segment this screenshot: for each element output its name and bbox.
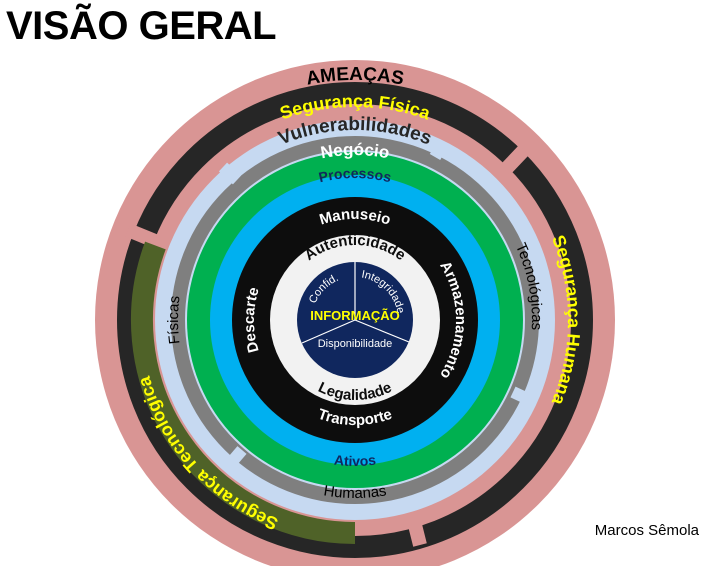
core-divider <box>301 319 356 344</box>
information-label: INFORMAÇÃO <box>310 308 400 323</box>
security-gap <box>499 145 530 175</box>
core-divider <box>354 319 410 343</box>
security-band <box>117 82 593 558</box>
business-label: Negócio <box>319 140 391 162</box>
vuln-gap <box>225 446 247 468</box>
availability-label: Disponibilidade <box>318 338 393 350</box>
page-title: VISÃO GERAL <box>6 4 277 48</box>
vuln-gap <box>510 386 531 405</box>
vuln-gap <box>218 162 242 185</box>
vulnerabilities-gray-band <box>171 136 539 504</box>
assets-label: Ativos <box>333 452 377 469</box>
processes-label: Processos <box>317 165 393 185</box>
lifecycle-disposal-label: Descarte <box>241 285 263 354</box>
lifecycle-handling-label: Manuseio <box>317 206 392 229</box>
lifecycle-transport-label: Transporte <box>316 406 394 429</box>
author-credit: Marcos Sêmola <box>594 522 699 539</box>
security-gap <box>406 515 427 547</box>
security-gap <box>125 223 158 248</box>
vuln-gap <box>429 140 449 160</box>
vuln-human-label: Humanas <box>323 482 388 502</box>
security-tech-segment <box>130 241 356 544</box>
vuln-physical-label: Físicas <box>165 295 184 345</box>
